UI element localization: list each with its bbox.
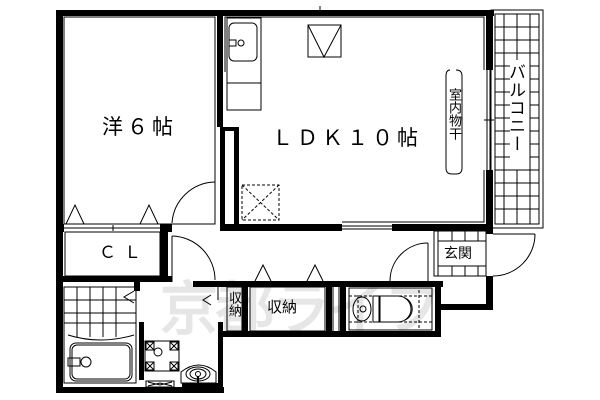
room-label-storage-main: 収納: [267, 298, 298, 316]
room-label-storage-small: 収納: [226, 291, 241, 317]
walls: [56, 10, 494, 393]
balcony-area: [490, 9, 544, 229]
room-label-ldk-10: ＬＤＫ１０帖: [272, 126, 422, 150]
label-indoor-drying: 室内物干: [446, 88, 461, 140]
room-label-western-6: 洋６帖: [102, 115, 177, 139]
room-label-entrance: 玄関: [444, 246, 472, 262]
room-label-closet: ＣＬ: [99, 243, 149, 263]
western-room-outline: [63, 16, 216, 225]
